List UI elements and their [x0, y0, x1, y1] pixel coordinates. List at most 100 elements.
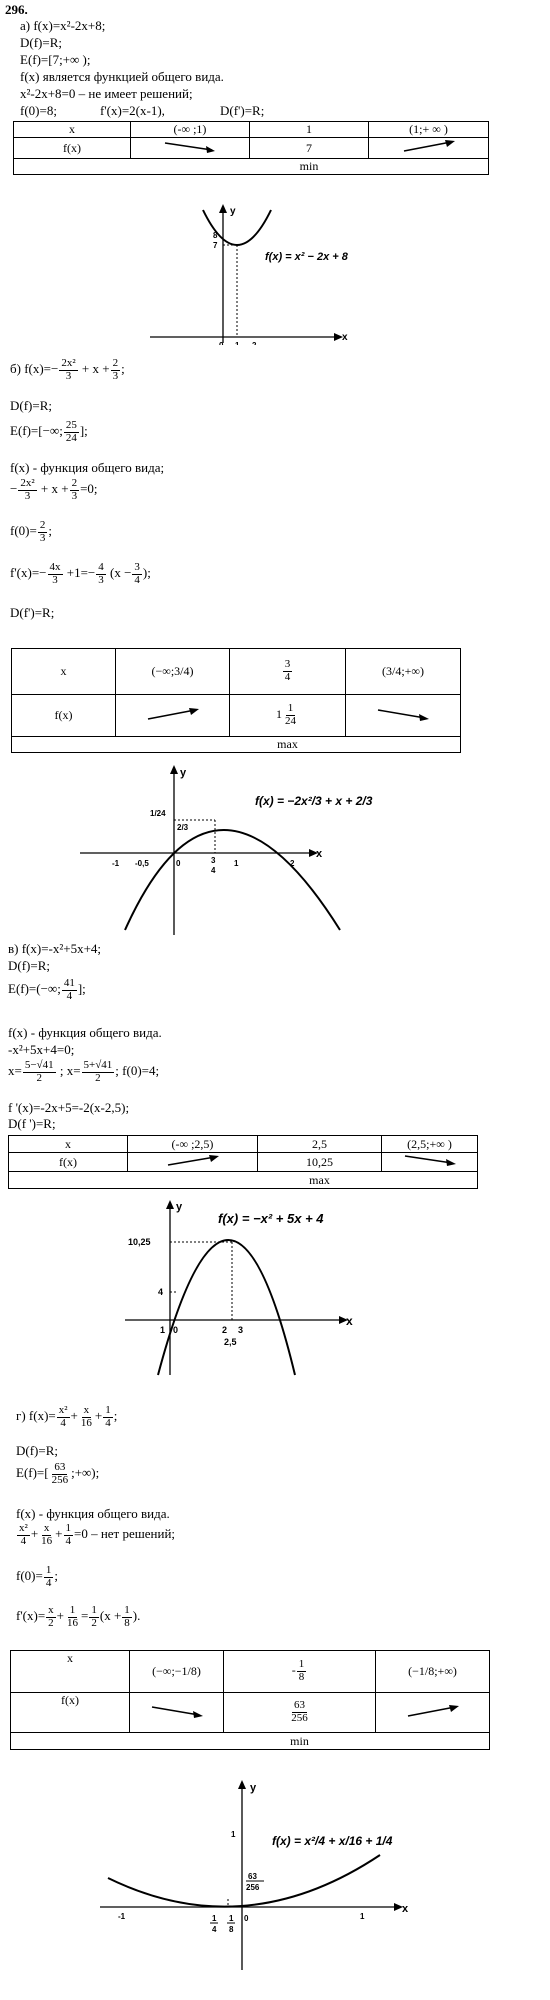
part-a-graph: y x 8 7 0 1 2 f(x) = x² − 2x + 8	[150, 204, 349, 345]
tick-63: 63	[248, 1872, 257, 1881]
graph-formula: f(x) = x² − 2x + 8	[265, 251, 349, 263]
tick-1-8-den: 8	[229, 1925, 234, 1934]
table-header-x: x	[8, 1135, 128, 1153]
part-g-graph: y x -1 1 1 1 4 1 8 0 63 256 f(x) = x²/4 …	[100, 1780, 409, 1970]
tick-2-3: 2/3	[177, 823, 189, 832]
axis-y-label: y	[176, 1201, 183, 1213]
problem-number: 296.	[5, 2, 28, 17]
axis-x-label: x	[346, 1314, 353, 1328]
tick-1: 1	[360, 1912, 365, 1921]
tick-3: 3	[211, 856, 216, 865]
arrow-up-icon	[127, 1152, 258, 1172]
tick-1-8-num: 1	[229, 1914, 234, 1923]
table-interval-1: (-∞ ;2,5)	[127, 1135, 258, 1153]
tick-8: 8	[213, 231, 218, 240]
part-v-line-2: D(f)=R;	[8, 958, 50, 973]
tick-2: 2	[252, 341, 257, 345]
tick-0: 0	[176, 859, 181, 868]
part-a-line-3: E(f)=[7;+∞ );	[20, 52, 91, 67]
part-a-line-6a: f(0)=8;	[20, 103, 57, 118]
part-v-line-4: f(x) - функция общего вида.	[8, 1025, 162, 1040]
tick-10-25: 10,25	[128, 1237, 151, 1247]
arrow-up-icon	[375, 1692, 490, 1733]
table-extremum: min	[249, 158, 369, 175]
table-fx-label: f(x)	[11, 694, 116, 737]
table-extremum: max	[229, 736, 346, 753]
table-header-x: x	[10, 1650, 130, 1693]
tick-1: 1	[235, 341, 240, 345]
table-interval-1: (−∞;3/4)	[115, 648, 230, 695]
tick-minus-1: -1	[112, 859, 120, 868]
table-value: 7	[249, 137, 369, 159]
graph-formula: f(x) = −2x²/3 + x + 2/3	[255, 794, 373, 808]
table-interval-2: (2,5;+∞ )	[381, 1135, 478, 1153]
part-v-line-8: D(f ')=R;	[8, 1116, 56, 1131]
part-a-line-6c: D(f')=R;	[220, 103, 265, 118]
tick-2: 2	[222, 1325, 227, 1335]
tick-minus-1: -1	[118, 1912, 126, 1921]
table-extremum: max	[257, 1171, 382, 1189]
table-interval-2: (1;+ ∞ )	[368, 121, 489, 138]
tick-2: 2	[290, 859, 295, 868]
tick-4: 4	[158, 1287, 163, 1297]
part-b-line-2: D(f)=R;	[10, 398, 52, 413]
part-a-line-4: f(x) является функцией общего вида.	[20, 69, 224, 84]
tick-4: 4	[211, 866, 216, 875]
axis-y-label: y	[250, 1782, 257, 1794]
table-fx-label: f(x)	[10, 1692, 130, 1733]
part-g-line-4: f(x) - функция общего вида.	[16, 1506, 170, 1521]
part-v-line-7: f '(x)=-2x+5=-2(x-2,5);	[8, 1100, 130, 1115]
table-fx-label: f(x)	[13, 137, 131, 159]
part-a-table: x (-∞ ;1) 1 (1;+ ∞ ) f(x) 7 min	[13, 121, 489, 175]
tick-1-4-num: 1	[212, 1914, 217, 1923]
table-interval-2: (−1/8;+∞)	[375, 1650, 490, 1693]
part-v-graph: y x 10,25 4 1 0 2 3 2,5 f(x) = −x² + 5x …	[125, 1200, 353, 1376]
part-v-table: x (-∞ ;2,5) 2,5 (2,5;+∞ ) f(x) 10,25 max	[8, 1135, 478, 1189]
graph-formula: f(x) = −x² + 5x + 4	[218, 1211, 324, 1226]
table-header-x: x	[13, 121, 131, 138]
arrow-down-icon	[381, 1152, 478, 1172]
tick-3: 3	[238, 1325, 243, 1335]
tick-y-1: 1	[231, 1830, 236, 1839]
arrow-up-icon	[115, 694, 230, 737]
part-a-line-2: D(f)=R;	[20, 35, 62, 50]
tick-1: 1	[234, 859, 239, 868]
table-point: 2,5	[257, 1135, 382, 1153]
part-b-line-4: f(x) - функция общего вида;	[10, 460, 165, 475]
part-v-line-5: -x²+5x+4=0;	[8, 1042, 75, 1057]
tick-1-4-den: 4	[212, 1925, 217, 1934]
axis-x-label: x	[342, 332, 348, 343]
table-interval-1: (-∞ ;1)	[130, 121, 250, 138]
arrow-down-icon	[129, 1692, 224, 1733]
part-v-line-1: в) f(x)=-x²+5x+4;	[8, 941, 102, 956]
table-fx-label: f(x)	[8, 1152, 128, 1172]
tick-256: 256	[246, 1883, 260, 1892]
axis-y-label: y	[180, 767, 187, 779]
tick-1-1-24: 1/24	[150, 809, 166, 818]
part-a-line-5: x²-2x+8=0 – не имеет решений;	[20, 86, 193, 101]
table-point: 1	[249, 121, 369, 138]
tick-0: 0	[244, 1914, 249, 1923]
tick-minus-0-5: -0,5	[135, 859, 149, 868]
table-header-x: x	[11, 648, 116, 695]
part-a-line-6b: f'(x)=2(x-1),	[100, 103, 165, 118]
tick-7: 7	[213, 241, 218, 250]
table-extremum: min	[223, 1732, 376, 1750]
part-g-line-2: D(f)=R;	[16, 1443, 58, 1458]
table-interval-1: (−∞;−1/8)	[129, 1650, 224, 1693]
